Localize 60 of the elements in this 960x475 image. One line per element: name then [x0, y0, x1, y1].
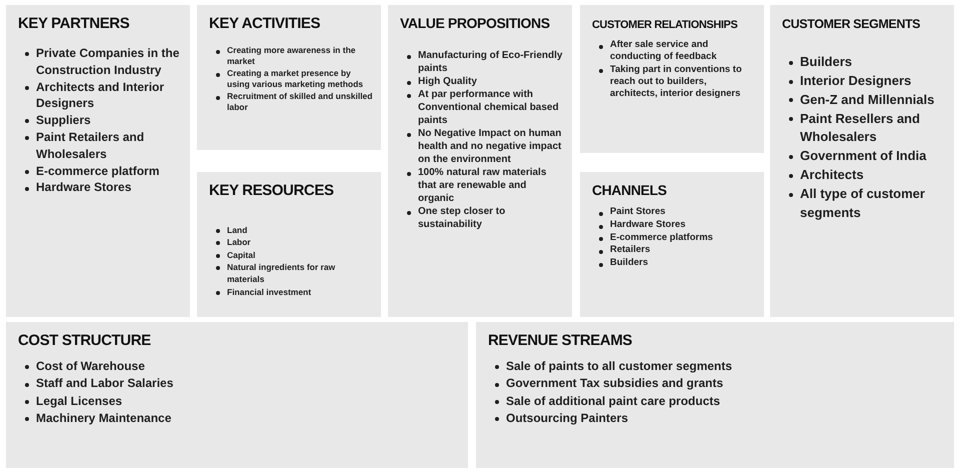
canvas-section: [770, 5, 954, 317]
canvas-section: [6, 322, 468, 468]
section-heading: KEY PARTNERS: [18, 15, 130, 32]
section-heading: COST STRUCTURE: [18, 332, 151, 349]
canvas-section: [580, 5, 764, 153]
section-heading: REVENUE STREAMS: [488, 332, 632, 349]
list-item: Hardware Stores: [36, 180, 132, 194]
list-item: Gen-Z and Millennials: [800, 92, 934, 107]
list-item: Recruitment of skilled and unskilled labor: [227, 90, 372, 112]
list-item: Natural ingredients for raw materials: [227, 262, 336, 284]
list-item: Builders: [610, 257, 648, 268]
section-heading: CUSTOMER RELATIONSHIPS: [592, 19, 738, 31]
canvas-section: [388, 5, 572, 317]
list-item: Legal Licenses: [36, 394, 122, 408]
list-item: Private Companies in the Construction Industry: [36, 46, 180, 77]
canvas-section: [197, 172, 381, 317]
section-heading: CUSTOMER SEGMENTS: [782, 17, 920, 31]
list-item: Financial investment: [227, 286, 312, 297]
list-item: Interior Designers: [800, 72, 912, 88]
list-item: 100% natural raw materials that are renewable and organic: [418, 167, 546, 204]
canvas-section: [476, 322, 954, 468]
list-item: Retailers: [610, 244, 650, 256]
list-item: Creating a market presence by using various marketing methods: [227, 68, 364, 90]
list-item: After sale service and conducting of feedback: [610, 39, 717, 62]
list-item: Cost of Warehouse: [36, 359, 145, 373]
list-item: Builders: [800, 54, 852, 69]
list-item: High Quality: [418, 76, 477, 87]
section-heading: VALUE PROPOSITIONS: [400, 15, 550, 31]
list-item: Creating more awareness in the market: [227, 45, 356, 66]
list-item: Machinery Maintenance: [36, 411, 172, 426]
list-item: Architects and Interior Designers: [36, 80, 164, 110]
canvas-section: [6, 5, 190, 317]
list-item: All type of customer segments: [800, 186, 925, 220]
list-item: Paint Resellers and Wholesalers: [800, 110, 920, 144]
list-item: Sale of paints to all customer segments: [506, 359, 732, 373]
list-item: Sale of additional paint care products: [506, 394, 720, 408]
list-item: Architects: [800, 167, 864, 182]
canvas-section: [580, 172, 764, 317]
list-item: E-commerce platforms: [610, 232, 713, 243]
list-item: Paint Retailers and Wholesalers: [36, 130, 144, 161]
list-item: At par performance with Conventional chemical based paints: [418, 89, 559, 126]
list-item: Capital: [227, 250, 256, 260]
section-heading: KEY RESOURCES: [209, 182, 334, 199]
list-item: Land: [227, 225, 248, 235]
section-heading: KEY ACTIVITIES: [209, 15, 320, 32]
list-item: Labor: [227, 237, 251, 248]
list-item: Government of India: [800, 148, 926, 164]
list-item: Suppliers: [36, 113, 91, 128]
list-item: Hardware Stores: [610, 218, 686, 230]
list-item: Government Tax subsidies and grants: [506, 376, 724, 390]
list-item: Paint Stores: [610, 206, 666, 217]
list-item: Taking part in conventions to reach out to builders, architects, interior designers: [610, 64, 742, 100]
list-item: Staff and Labor Salaries: [36, 376, 174, 390]
list-item: Outsourcing Painters: [506, 411, 628, 426]
list-item: E-commerce platform: [36, 164, 160, 178]
section-heading: CHANNELS: [592, 182, 667, 198]
canvas-section: [197, 5, 381, 150]
list-item: One step closer to sustainability: [418, 206, 506, 230]
list-item: Manufacturing of Eco-Friendly paints: [418, 50, 562, 74]
list-item: No Negative Impact on human health and no negative impact on the environment: [418, 128, 562, 165]
